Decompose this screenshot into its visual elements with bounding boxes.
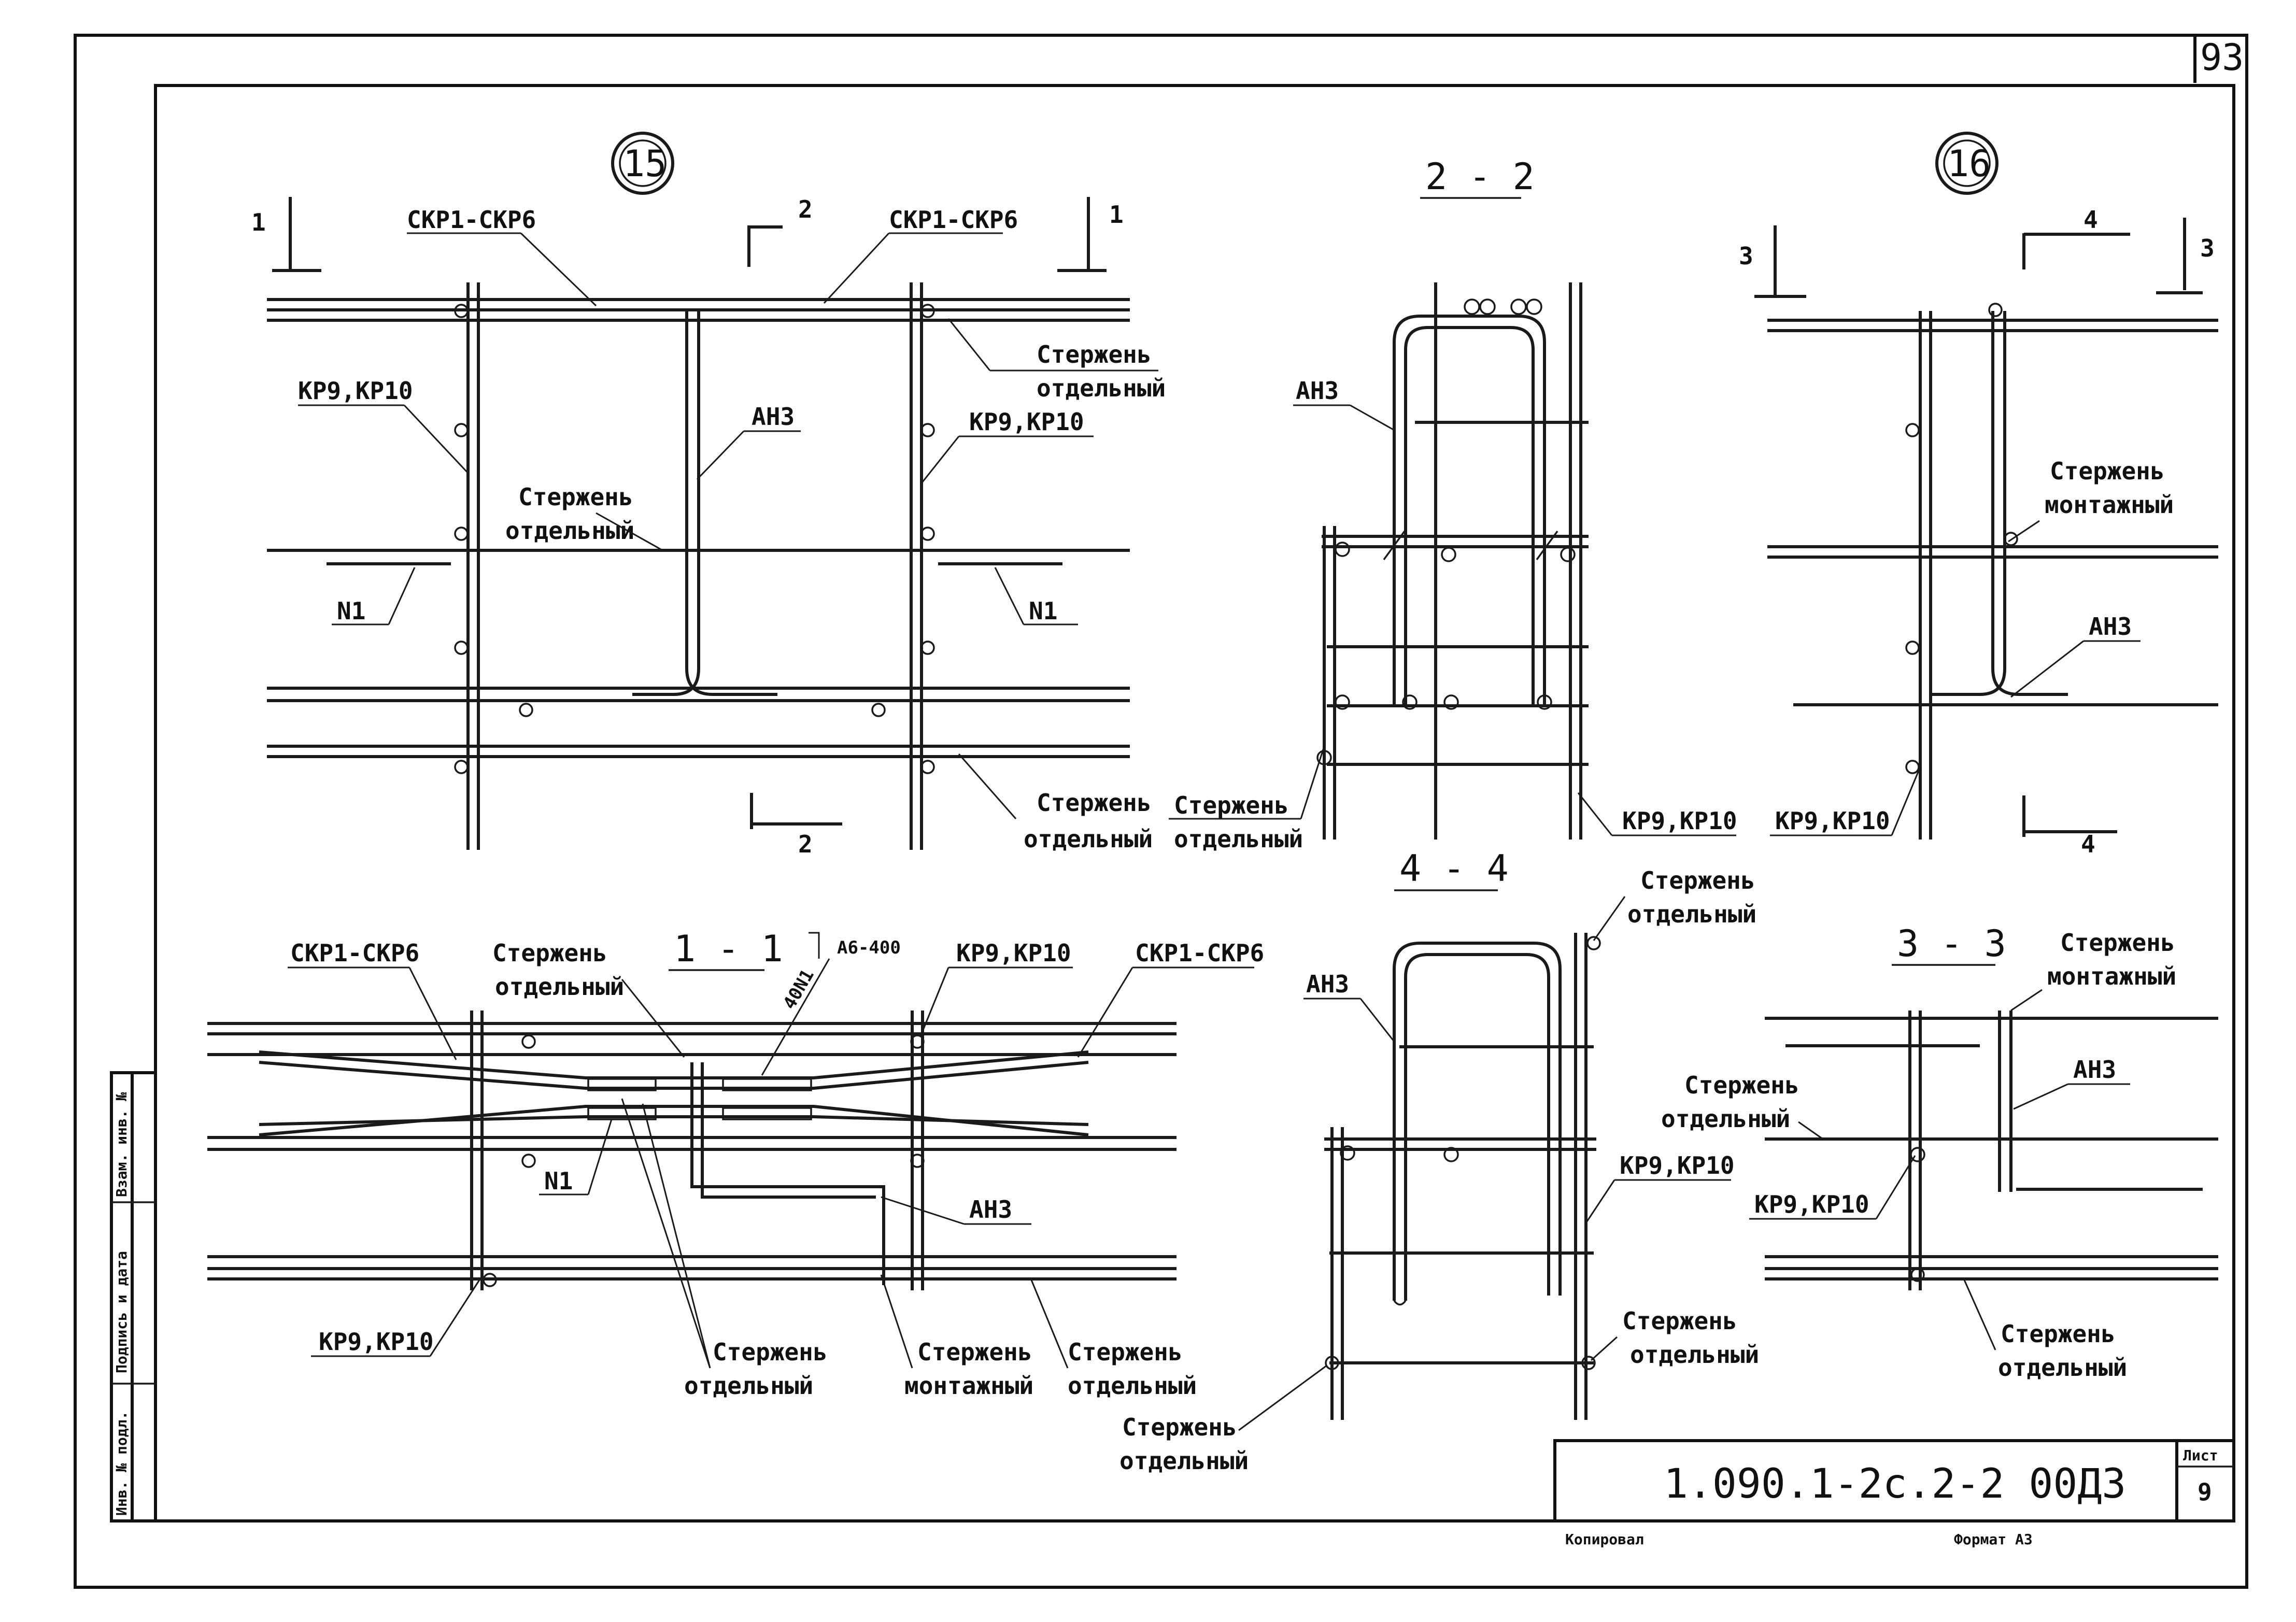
section-1-1-title: 1 - 1 [674, 928, 783, 970]
label-kp-s11-bottom: КР9,КР10 [319, 1328, 434, 1356]
label-rod-s44-left: Стержень [1122, 1413, 1237, 1441]
label-rod-s33-mid: Стержень [1684, 1071, 1799, 1099]
label-separate-s44-top: отдельный [1627, 900, 1756, 928]
node-15-plan: 15 1 1 2 2 [251, 132, 1166, 858]
label-mounting-n16: монтажный [2045, 491, 2174, 519]
label-rod-s11-a: Стержень [713, 1338, 828, 1366]
cut-3-left: 3 [1739, 242, 1753, 270]
side-stamp: Взам. инв. № Подпись и дата Инв. № подл. [110, 1071, 157, 1523]
label-an3-n16: АН3 [2089, 613, 2132, 641]
format-label: Формат А3 [1954, 1531, 2033, 1548]
section-4-4: 4 - 4 Стержень отдельный АН3 КР9,КР10 Ст… [1119, 847, 1759, 1475]
label-kp-n16: КР9,КР10 [1775, 807, 1890, 835]
stamp-inv-orig: Инв. № подл. [113, 1411, 130, 1516]
label-kp-s11-top: КР9,КР10 [956, 939, 1071, 967]
label-rod-s44-top: Стержень [1640, 866, 1755, 894]
label-an3-s22: АН3 [1296, 377, 1339, 405]
section-2-2: 2 - 2 АН3 Стержень отдельный КР9,К [1169, 155, 1737, 853]
node-15-number: 15 [623, 143, 667, 185]
cut-4-bottom: 4 [2081, 830, 2095, 858]
section-3-3: 3 - 3 Стержень монтажный АН3 Стержень от… [1661, 922, 2218, 1382]
label-kp-left: КР9,КР10 [298, 377, 413, 405]
sheet-number: 9 [2198, 1478, 2212, 1506]
label-rod-s11-b: Стержень [917, 1338, 1032, 1366]
label-n1-right: N1 [1029, 597, 1057, 625]
label-separate-s11-c: отдельный [1068, 1372, 1197, 1400]
section-2-2-title: 2 - 2 [1425, 155, 1535, 198]
label-separate-right-top: отдельный [1037, 374, 1166, 402]
label-rod-s44-right: Стержень [1622, 1307, 1737, 1335]
cut-2-top: 2 [798, 195, 813, 223]
label-rod-right-top: Стержень [1037, 340, 1152, 368]
outer-frame [74, 34, 2248, 1589]
stamp-sign-date: Подпись и дата [113, 1251, 130, 1373]
node-16-plan: 16 3 3 4 4 Стержень монтажный АН3 [1739, 132, 2218, 858]
label-mounting-s33: монтажный [2047, 962, 2176, 990]
inner-frame [154, 84, 2235, 1523]
label-separate-s44-left: отдельный [1119, 1447, 1249, 1475]
label-kp-s33: КР9,КР10 [1754, 1190, 1869, 1218]
label-skr-right: СКР1-СКР6 [889, 206, 1018, 234]
title-block: 1.090.1-2с.2-2 00ДЗ Лист 9 [1553, 1439, 2235, 1523]
sheet-label: Лист [2183, 1447, 2218, 1464]
cut-4-top: 4 [2084, 206, 2098, 234]
label-rod-n16: Стержень [2050, 457, 2165, 485]
label-n1-left: N1 [337, 597, 365, 625]
cut-2-bottom: 2 [798, 830, 813, 858]
stamp-replace-inv: Взам. инв. № [113, 1092, 130, 1197]
label-rod-s33-bottom: Стержень [2001, 1320, 2116, 1348]
label-skr-left: СКР1-СКР6 [407, 206, 536, 234]
label-rod-s33-top: Стержень [2060, 929, 2175, 957]
label-separate-mid: отдельный [505, 517, 634, 545]
label-kp-right: КР9,КР10 [969, 408, 1084, 436]
label-rod-mid: Стержень [518, 483, 633, 511]
label-separate-s11-a: отдельный [684, 1372, 813, 1400]
label-skr-s11-right: СКР1-СКР6 [1135, 939, 1264, 967]
label-rod-bottom: Стержень [1037, 789, 1152, 817]
cut-3-right: 3 [2200, 234, 2215, 262]
label-a6-400: А6-400 [837, 937, 901, 958]
label-an3-s33: АН3 [2073, 1056, 2116, 1084]
label-n1-s11: N1 [544, 1167, 573, 1195]
label-rod-s22: Стержень [1174, 791, 1289, 819]
label-separate-s33-mid: отдельный [1661, 1105, 1790, 1133]
label-rod-s11-top: Стержень [492, 939, 607, 967]
cut-1-right: 1 [1109, 201, 1124, 229]
node-16-number: 16 [1947, 143, 1991, 185]
section-1-1: 1 - 1 СКР1-СКР6 Стерже [207, 928, 1264, 1400]
section-4-4-title: 4 - 4 [1399, 847, 1509, 890]
label-separate-s33-bottom: отдельный [1998, 1354, 2127, 1382]
label-rod-s11-c: Стержень [1068, 1338, 1183, 1366]
label-separate-s22: отдельный [1174, 825, 1303, 853]
document-code: 1.090.1-2с.2-2 00ДЗ [1664, 1461, 2126, 1507]
label-kp-s44: КР9,КР10 [1620, 1151, 1735, 1179]
section-3-3-title: 3 - 3 [1897, 922, 2006, 965]
label-an3: АН3 [752, 403, 795, 431]
label-separate-bottom: отдельный [1024, 825, 1153, 853]
label-mounting-s11: монтажный [904, 1372, 1033, 1400]
label-skr-s11-left: СКР1-СКР6 [290, 939, 419, 967]
label-an3-s11: АН3 [969, 1196, 1012, 1223]
sheet-number-top: 93 [2200, 36, 2244, 79]
label-kp-s22: КР9,КР10 [1622, 807, 1737, 835]
copied-label: Копировал [1565, 1531, 1644, 1548]
label-separate-s44-right: отдельный [1630, 1341, 1759, 1369]
label-an3-s44: АН3 [1306, 970, 1349, 998]
label-separate-s11-top: отдельный [495, 973, 624, 1001]
cut-1-left: 1 [251, 208, 266, 236]
